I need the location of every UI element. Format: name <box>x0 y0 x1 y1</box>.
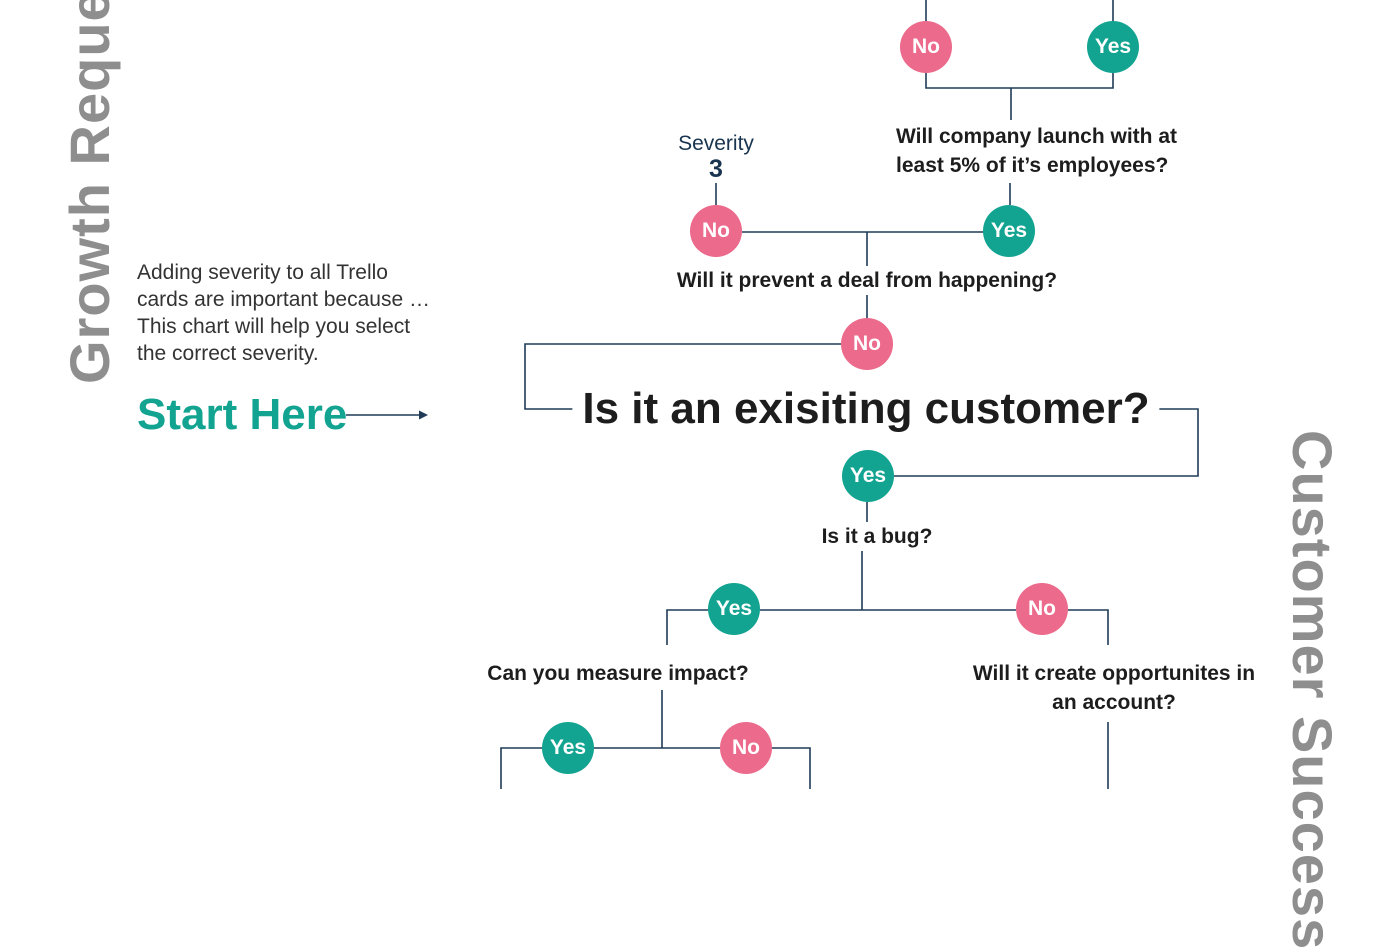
intro-text: Adding severity to all Trello cards are … <box>137 261 430 365</box>
severity-value: 3 <box>709 155 723 183</box>
question-bug: Is it a bug? <box>821 525 933 548</box>
measure-yes-node: Yes <box>542 722 594 774</box>
bug-no-node: No <box>1016 583 1068 635</box>
flowchart-connectors <box>346 0 1199 789</box>
question-launch: Will company launch with at least 5% of … <box>896 122 1196 180</box>
start-here-label: Start Here <box>137 390 348 439</box>
question-launch-text: Will company launch with at least 5% of … <box>896 125 1178 177</box>
severity-label: Severity <box>678 132 754 155</box>
question-measure-impact: Can you measure impact? <box>487 662 749 685</box>
launch-no-node: No <box>900 21 952 73</box>
growth-request-label: Growth Request <box>58 0 121 384</box>
existing-yes-node: Yes <box>842 450 894 502</box>
deal-yes-node: Yes <box>983 205 1035 257</box>
measure-no-node: No <box>720 722 772 774</box>
bug-yes-node: Yes <box>708 583 760 635</box>
question-opportunities-text: Will it create opportunites in an accoun… <box>972 662 1256 714</box>
question-prevent-deal: Will it prevent a deal from happening? <box>676 269 1058 292</box>
question-opportunities: Will it create opportunites in an accoun… <box>969 659 1259 717</box>
question-existing-customer: Is it an exisiting customer? <box>572 383 1160 435</box>
customer-success-label: Customer Success <box>1281 430 1344 950</box>
launch-yes-node: Yes <box>1087 21 1139 73</box>
existing-no-node: No <box>841 318 893 370</box>
deal-no-node: No <box>690 205 742 257</box>
